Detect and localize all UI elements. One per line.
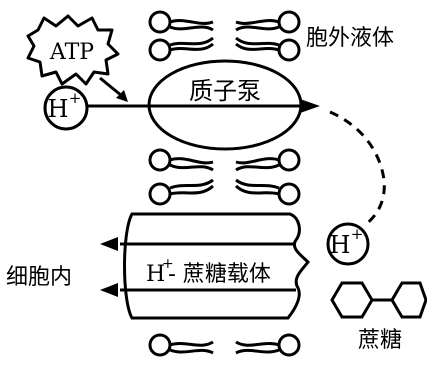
- sucrose-molecule: [330, 281, 427, 319]
- atp-arrow: [99, 76, 123, 98]
- symporter-arrowhead-top: [100, 237, 118, 251]
- symporter-label-rest: - 蔗糖载体: [168, 262, 271, 287]
- sucrose-label: 蔗糖: [358, 328, 402, 353]
- intracellular-label: 细胞内: [6, 265, 72, 290]
- atp-label: ATP: [49, 40, 94, 65]
- symporter-label-sup: +: [162, 256, 174, 272]
- symporter-label-h: H: [146, 262, 165, 287]
- proton-pump-label: 质子泵: [189, 77, 261, 105]
- atp-arrowhead: [116, 90, 128, 102]
- middle-lipid-bilayer: [148, 148, 301, 206]
- proton-pump-arrowhead: [300, 99, 320, 113]
- symporter-channel-lines: [120, 242, 296, 292]
- proton-right: H +: [326, 222, 370, 266]
- proton-diffusion-path: [329, 110, 386, 227]
- symporter-body: [123, 212, 310, 320]
- bottom-lipid-bilayer: [148, 333, 301, 357]
- proton-left-sup: +: [69, 89, 82, 107]
- proton-right-sup: +: [351, 225, 364, 243]
- top-lipid-bilayer: [148, 10, 301, 62]
- proton-left: H +: [43, 85, 89, 131]
- proton-right-h: H: [330, 231, 351, 259]
- atp-burst: ATP: [26, 14, 120, 86]
- symporter-arrowhead-bottom: [100, 283, 118, 297]
- extracellular-label: 胞外液体: [306, 26, 394, 51]
- proton-left-h: H: [48, 95, 69, 123]
